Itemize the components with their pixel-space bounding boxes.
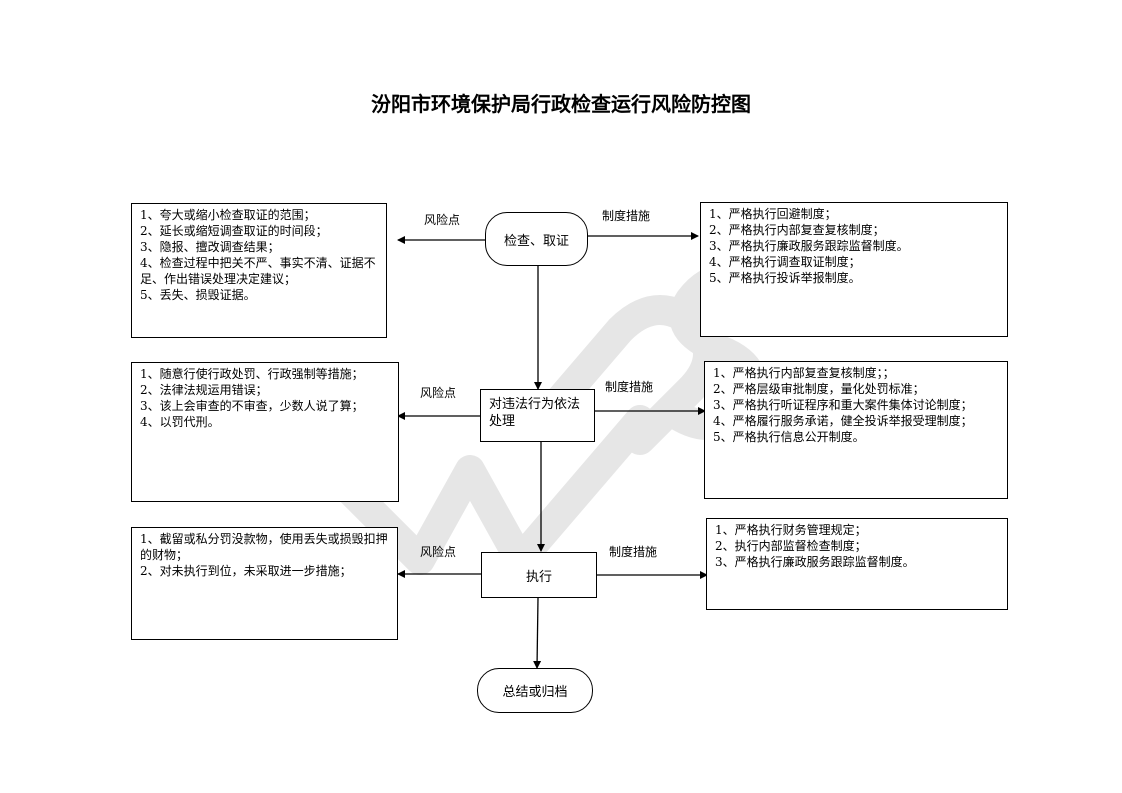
measure-item: 5、严格执行投诉举报制度。 bbox=[709, 271, 861, 285]
risk-box-inspect: 1、夸大或缩小检查取证的范围； 2、延长或缩短调查取证的时间段； 3、隐报、擅改… bbox=[131, 203, 387, 338]
measure-item: 4、严格履行服务承诺，健全投诉举报受理制度； bbox=[713, 414, 973, 428]
measure-item: 1、严格执行财务管理规定； bbox=[715, 523, 867, 537]
risk-item: 4、以罚代刑。 bbox=[140, 415, 220, 429]
measure-item: 1、严格执行回避制度； bbox=[709, 207, 837, 221]
page-title: 汾阳市环境保护局行政检查运行风险防控图 bbox=[371, 92, 751, 116]
risk-item: 2、延长或缩短调查取证的时间段； bbox=[140, 224, 328, 238]
node-handle: 对违法行为依法处理 bbox=[480, 389, 595, 442]
risk-label-1: 风险点 bbox=[424, 213, 461, 227]
risk-item: 4、检查过程中把关不严、事实不清、证据不足、作出错误处理决定建议； bbox=[140, 256, 376, 286]
measures-box-inspect: 1、严格执行回避制度； 2、严格执行内部复查复核制度； 3、严格执行廉政服务跟踪… bbox=[700, 202, 1008, 337]
measure-item: 4、严格执行调查取证制度； bbox=[709, 255, 861, 269]
risk-item: 5、丢失、损毁证据。 bbox=[140, 288, 256, 302]
risk-box-execute: 1、截留或私分罚没款物，使用丢失或损毁扣押的财物； 2、对未执行到位，未采取进一… bbox=[131, 527, 398, 640]
measures-label-3: 制度措施 bbox=[609, 545, 658, 559]
risk-box-handle: 1、随意行使行政处罚、行政强制等措施； 2、法律法规运用错误； 3、该上会审查的… bbox=[131, 362, 399, 502]
measure-item: 1、严格执行内部复查复核制度；； bbox=[713, 366, 895, 380]
measures-label-1: 制度措施 bbox=[602, 209, 651, 223]
risk-label-2: 风险点 bbox=[420, 386, 457, 400]
risk-item: 1、截留或私分罚没款物，使用丢失或损毁扣押的财物； bbox=[140, 532, 388, 562]
node-handle-label: 对违法行为依法处理 bbox=[489, 397, 581, 429]
risk-item: 3、该上会审查的不审查，少数人说了算； bbox=[140, 399, 364, 413]
risk-item: 3、隐报、擅改调查结果； bbox=[140, 240, 280, 254]
measure-item: 3、严格执行廉政服务跟踪监督制度。 bbox=[715, 555, 915, 569]
node-inspect: 检查、取证 bbox=[485, 212, 588, 266]
node-inspect-label: 检查、取证 bbox=[503, 233, 569, 249]
measure-item: 2、执行内部监督检查制度； bbox=[715, 539, 867, 553]
risk-item: 1、夸大或缩小检查取证的范围； bbox=[140, 208, 316, 222]
measures-box-handle: 1、严格执行内部复查复核制度；； 2、严格层级审批制度，量化处罚标准； 3、严格… bbox=[704, 361, 1008, 499]
node-execute-label: 执行 bbox=[525, 569, 552, 585]
node-archive-label: 总结或归档 bbox=[502, 685, 568, 700]
node-archive: 总结或归档 bbox=[477, 668, 593, 713]
measure-item: 2、严格层级审批制度，量化处罚标准； bbox=[713, 382, 925, 396]
measure-item: 5、严格执行信息公开制度。 bbox=[713, 430, 865, 444]
risk-item: 2、法律法规运用错误； bbox=[140, 383, 268, 397]
risk-item: 1、随意行使行政处罚、行政强制等措施； bbox=[140, 367, 364, 381]
risk-item: 2、对未执行到位，未采取进一步措施； bbox=[140, 564, 352, 578]
node-execute: 执行 bbox=[481, 552, 597, 598]
measures-label-2: 制度措施 bbox=[605, 380, 654, 394]
risk-label-3: 风险点 bbox=[420, 545, 457, 559]
measure-item: 3、严格执行听证程序和重大案件集体讨论制度； bbox=[713, 398, 973, 412]
measures-box-execute: 1、严格执行财务管理规定； 2、执行内部监督检查制度； 3、严格执行廉政服务跟踪… bbox=[706, 518, 1008, 610]
measure-item: 3、严格执行廉政服务跟踪监督制度。 bbox=[709, 239, 909, 253]
measure-item: 2、严格执行内部复查复核制度； bbox=[709, 223, 885, 237]
